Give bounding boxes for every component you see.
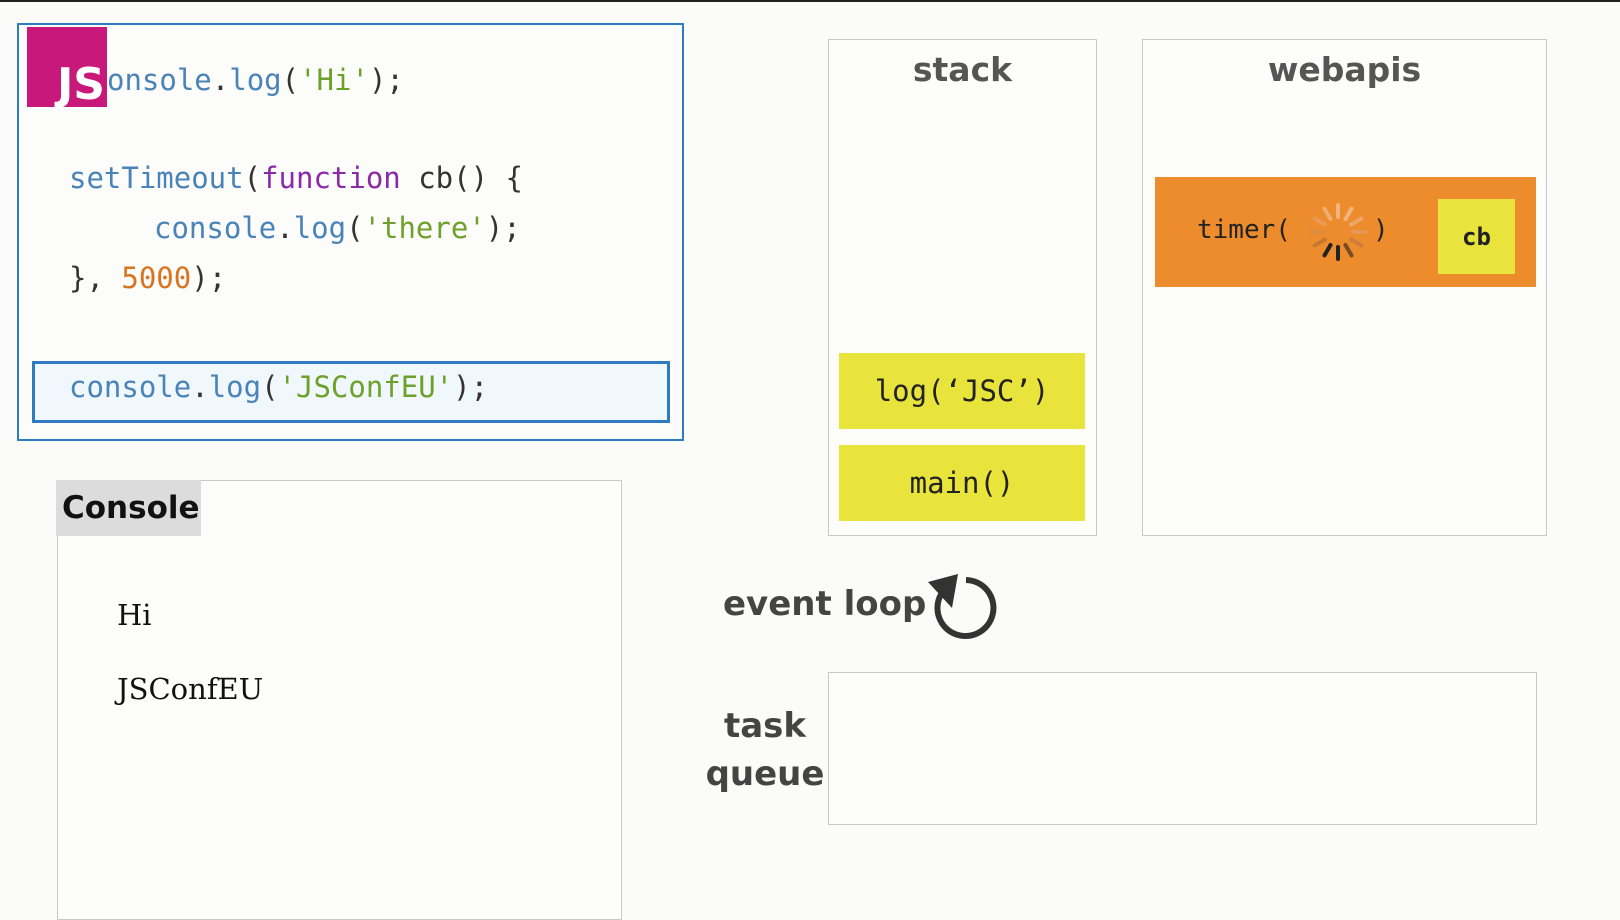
callback-box: cb [1438, 199, 1515, 274]
task-queue-label-line2: queue [705, 754, 825, 794]
code-token: . [211, 63, 230, 97]
code-token: 'Hi' [299, 63, 369, 97]
code-token: ); [368, 63, 404, 97]
stack-frame-log: log(‘JSC’) [839, 353, 1085, 429]
circular-arrow-icon [928, 574, 997, 639]
webapis-panel: webapis timer( ) cb [1142, 39, 1547, 536]
stack-panel: stack log(‘JSC’) main() [828, 39, 1097, 536]
code-token: . [191, 370, 209, 404]
code-line-2: setTimeout(function cb() { [69, 161, 523, 195]
code-token: . [276, 211, 294, 245]
code-token: ( [243, 161, 262, 195]
console-panel [57, 480, 622, 920]
code-token: ( [346, 211, 364, 245]
code-line-1: onsole.log('Hi'); [107, 63, 404, 97]
current-line-highlight [32, 361, 670, 423]
code-token: ( [281, 63, 300, 97]
code-token: ); [191, 261, 227, 295]
code-token: log [293, 211, 347, 245]
code-token: console [154, 211, 277, 245]
webapis-title: webapis [1267, 50, 1422, 89]
code-token: log [229, 63, 282, 97]
code-token: 'JSConfEU' [278, 370, 454, 404]
code-line-5: console.log('JSConfEU'); [69, 370, 488, 404]
timer-label: timer( [1197, 215, 1291, 245]
console-output-line: Hi [117, 598, 152, 632]
stack-title: stack [912, 50, 1013, 89]
code-token: ); [453, 370, 489, 404]
top-divider [0, 0, 1620, 2]
code-token: cb() { [400, 161, 523, 195]
task-queue-label-line1: task [723, 706, 807, 746]
code-token: ( [261, 370, 279, 404]
task-queue-panel [828, 672, 1537, 825]
code-line-4: }, 5000); [69, 261, 226, 295]
timer-box: timer( ) cb [1155, 177, 1536, 287]
task-queue-label: task queue [700, 702, 830, 798]
code-line-3: console.log('there'); [154, 211, 521, 245]
console-label: Console [56, 480, 201, 536]
code-token: console [69, 370, 192, 404]
code-token: setTimeout [69, 161, 244, 195]
code-token: onsole [107, 63, 212, 97]
code-token: function [261, 161, 401, 195]
stack-frame-main: main() [839, 445, 1085, 521]
code-token: 5000 [121, 261, 192, 295]
code-token: ); [485, 211, 521, 245]
code-token: }, [69, 261, 122, 295]
code-token: log [208, 370, 262, 404]
event-loop-label: event loop [723, 584, 927, 624]
code-token: 'there' [363, 211, 486, 245]
js-logo: JS [27, 27, 107, 107]
code-panel: JS onsole.log('Hi'); setTimeout(function… [17, 23, 684, 441]
timer-close-paren: ) [1373, 215, 1389, 245]
spinner-icon [1309, 203, 1367, 261]
console-output-line: JSConfEU [117, 672, 264, 706]
